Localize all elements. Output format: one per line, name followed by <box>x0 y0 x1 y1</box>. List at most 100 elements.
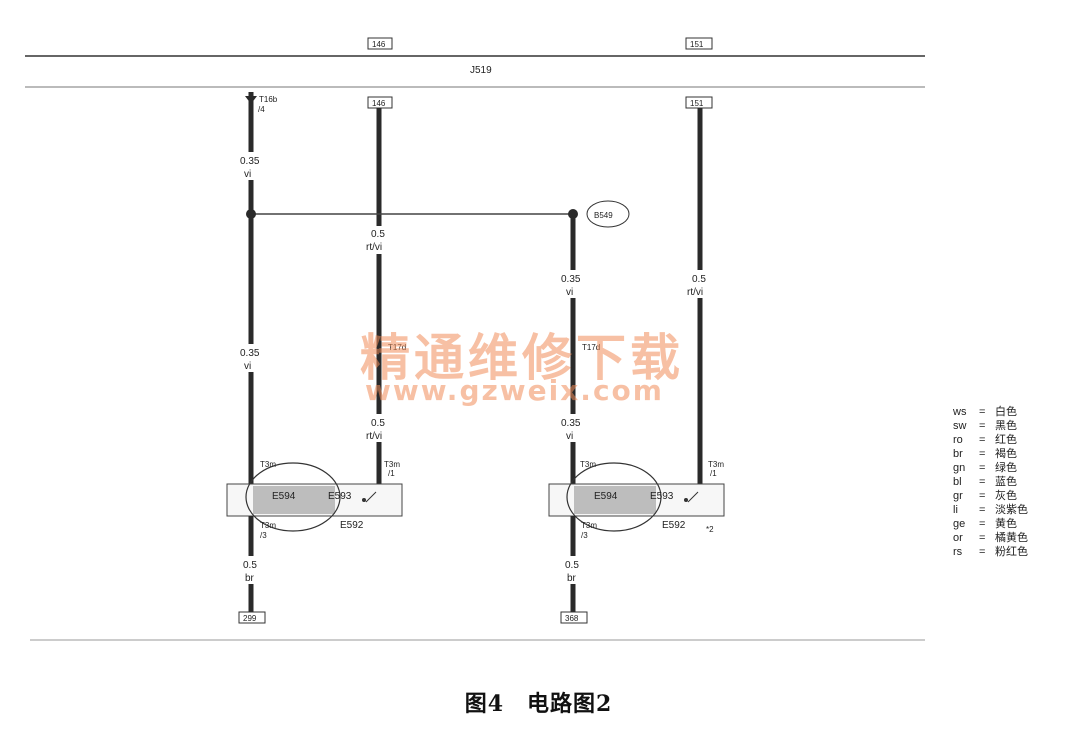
e594-right: E594 <box>594 491 618 502</box>
w1-bg <box>237 152 267 180</box>
connector-c-right-a: T3m <box>580 460 596 469</box>
legend-code: br <box>953 448 963 460</box>
w8-size: 0.5 <box>243 560 257 571</box>
legend-row: or = 橘黄色 <box>953 531 1028 545</box>
w1-size: 0.35 <box>240 156 260 167</box>
legend-code: gr <box>953 490 963 502</box>
switch-right-contact <box>684 498 688 502</box>
e592-left: E592 <box>340 520 364 531</box>
w6-bg <box>684 270 718 298</box>
connector-a-label: T16b <box>259 95 278 104</box>
ref-box-bottom-right <box>560 611 588 624</box>
legend-name: 红色 <box>995 434 1017 446</box>
w4-bg <box>364 414 396 442</box>
legend-code: rs <box>953 546 963 558</box>
legend-row: rs = 粉红色 <box>953 545 1028 559</box>
ref-box-top-right <box>685 37 713 50</box>
legend-code: ge <box>953 518 966 530</box>
legend-code: ws <box>953 406 967 418</box>
w7-color: vi <box>566 431 573 442</box>
pin3-right: /3 <box>581 531 588 540</box>
switch-left-contact <box>362 498 366 502</box>
w2-size: 0.5 <box>371 229 385 240</box>
w4-color: rt/vi <box>366 431 382 442</box>
w3-size: 0.35 <box>240 348 260 359</box>
legend-eq: = <box>979 504 986 516</box>
ref-top-left: 146 <box>372 40 386 49</box>
connector-arrow-left-top <box>245 96 257 104</box>
ref-mid-right: 151 <box>690 99 704 108</box>
legend-name: 淡紫色 <box>995 504 1028 516</box>
legend-name: 蓝色 <box>995 476 1017 488</box>
legend-eq: = <box>979 490 986 502</box>
legend-code: ro <box>953 434 963 446</box>
legend-name: 橘黄色 <box>995 532 1028 544</box>
w6-color: rt/vi <box>687 287 703 298</box>
legend-name: 粉红色 <box>995 546 1028 558</box>
junction-left <box>246 209 256 219</box>
legend-row: li = 淡紫色 <box>953 503 1028 517</box>
legend-eq: = <box>979 420 986 432</box>
legend-code: gn <box>953 462 966 474</box>
w3-color: vi <box>244 361 251 372</box>
legend-eq: = <box>979 532 986 544</box>
connector-a-pin: /4 <box>258 105 265 114</box>
connector-c-left-b: T3m <box>384 460 400 469</box>
e593-left: E593 <box>328 491 352 502</box>
connector-c-left-a: T3m <box>260 460 276 469</box>
node-b549-bubble <box>586 200 630 228</box>
pin3-left: /3 <box>260 531 267 540</box>
w4-size: 0.5 <box>371 418 385 429</box>
control-unit-label: J519 <box>470 65 492 76</box>
e593-right: E593 <box>650 491 674 502</box>
legend-row: br = 褐色 <box>953 447 1017 461</box>
ref-bottom-left: 299 <box>243 614 257 623</box>
pin1-left: /1 <box>388 469 395 478</box>
highlight-ellipse-right <box>566 462 662 532</box>
legend-code: li <box>953 504 958 516</box>
w2-bg <box>364 226 396 254</box>
w1-color: vi <box>244 169 251 180</box>
legend-eq: = <box>979 448 986 460</box>
legend-code: or <box>953 532 963 544</box>
w9-bg <box>560 556 588 584</box>
legend-name: 黑色 <box>995 420 1017 432</box>
legend-name: 黄色 <box>995 518 1017 530</box>
w5-bg <box>558 270 588 298</box>
e594-shade-left <box>253 486 335 514</box>
switch-right <box>687 491 699 503</box>
note-star2: *2 <box>706 525 714 534</box>
ref-box-bottom-left <box>238 611 266 624</box>
legend-row: ro=红色 <box>953 433 1017 447</box>
legend-name: 褐色 <box>995 448 1017 460</box>
connector-c-lower-left: T3m <box>260 521 276 530</box>
highlight-ellipse-left <box>245 462 341 532</box>
node-b549-label: B549 <box>594 211 613 220</box>
connector-b-label-right: T17d <box>582 343 600 352</box>
w2-color: rt/vi <box>366 242 382 253</box>
legend-row: bl=蓝色 <box>953 475 1017 489</box>
switch-left <box>365 491 377 503</box>
w9-color: br <box>567 573 577 584</box>
legend-row: sw=黑色 <box>953 419 1017 433</box>
legend-row: gn = 绿色 <box>953 461 1017 475</box>
e594-left: E594 <box>272 491 296 502</box>
connector-c-lower-right: T3m <box>581 521 597 530</box>
legend-row: ge=黄色 <box>953 517 1017 531</box>
legend-eq: = <box>979 546 986 558</box>
w6-size: 0.5 <box>692 274 706 285</box>
w9-size: 0.5 <box>565 560 579 571</box>
watermark-text: 精通维修下载 <box>360 329 684 387</box>
w8-color: br <box>245 573 255 584</box>
legend-row: ws=白色 <box>953 405 1017 419</box>
pin1-right: /1 <box>710 469 717 478</box>
ref-box-top-left <box>367 37 393 50</box>
legend-name: 白色 <box>995 406 1017 418</box>
ref-mid-left: 146 <box>372 99 386 108</box>
junction-right <box>568 209 578 219</box>
connector-c-right-b: T3m <box>708 460 724 469</box>
legend-name: 绿色 <box>995 462 1017 474</box>
legend-eq: = <box>979 462 986 474</box>
